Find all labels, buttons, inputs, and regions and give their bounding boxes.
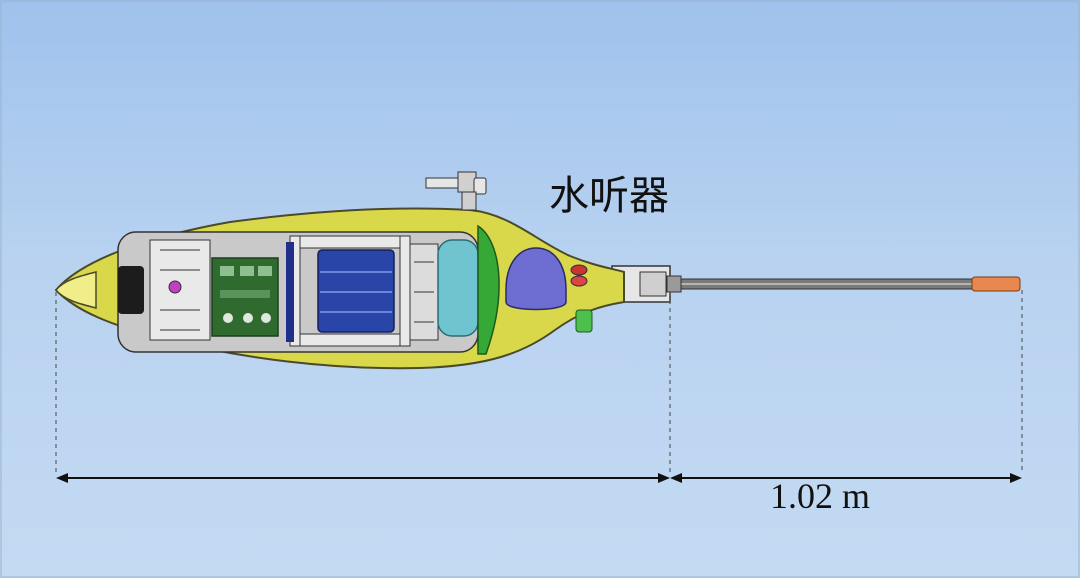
antenna-tip (971, 276, 1021, 292)
nose-cone (55, 271, 97, 309)
red-connectors (570, 264, 588, 287)
hydrophone-dome (505, 247, 567, 311)
top-antenna-stub (425, 171, 487, 211)
circuit-board (211, 257, 279, 337)
antenna-mast (664, 276, 1021, 292)
battery-divider (286, 242, 294, 342)
rear-frame (409, 243, 439, 341)
dimension-label: 1.02 m (770, 476, 871, 516)
sensor-component (168, 280, 182, 294)
front-bulkhead (118, 266, 144, 314)
dimension-line-body (56, 473, 670, 483)
ballast-tank (437, 239, 479, 337)
hydrophone-label: 水听器 (549, 173, 669, 219)
extension-lines (55, 290, 1023, 472)
battery-pack (317, 249, 395, 333)
dimension-line-antenna (670, 473, 1022, 483)
green-sensor (575, 309, 593, 333)
rear-bulkhead (477, 224, 500, 355)
